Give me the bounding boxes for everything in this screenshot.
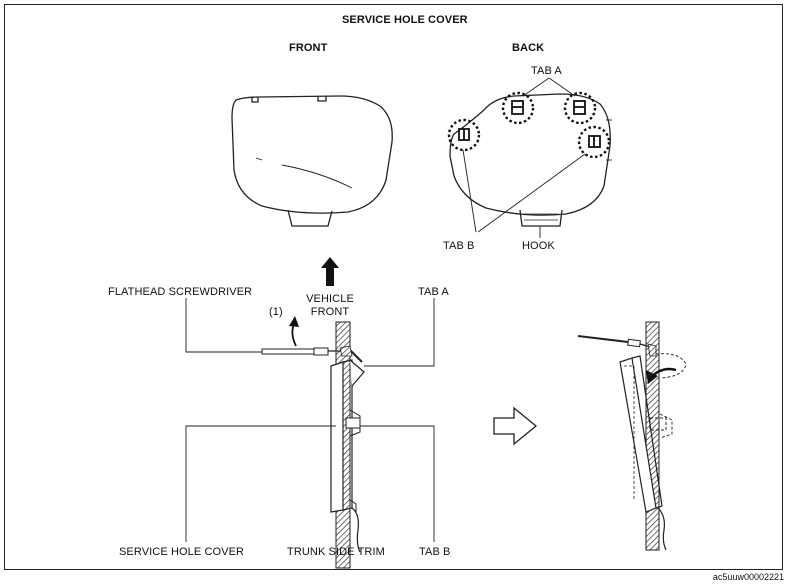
step-number: (1) — [269, 306, 283, 318]
service-hole-cover-label: SERVICE HOLE COVER — [119, 546, 245, 558]
hook-label: HOOK — [522, 240, 555, 252]
tab-b-label-bottom: TAB B — [419, 546, 451, 558]
vehicle-front-label-1: VEHICLE — [306, 293, 354, 305]
tab-b-label-top: TAB B — [443, 240, 475, 252]
left-section — [261, 316, 365, 569]
front-label: FRONT — [289, 42, 328, 54]
left-leaders — [185, 298, 435, 542]
trunk-side-trim-label: TRUNK SIDE TRIM — [287, 546, 385, 558]
tab-a-label-top: TAB A — [531, 65, 562, 77]
transition-arrow — [493, 406, 538, 446]
vehicle-front-arrow — [321, 257, 339, 286]
tab-a-label-bottom: TAB A — [418, 286, 449, 298]
diagram-title: SERVICE HOLE COVER — [342, 14, 468, 26]
back-label: BACK — [512, 42, 545, 54]
vehicle-front-label-2: FRONT — [310, 306, 350, 318]
right-section — [577, 321, 687, 551]
back-leaders — [462, 77, 586, 238]
flathead-screwdriver-label: FLATHEAD SCREWDRIVER — [108, 286, 253, 298]
tab-glyphs — [458, 100, 601, 148]
front-cover — [231, 95, 393, 227]
back-cover — [449, 93, 612, 227]
reference-code: ac5uuw00002221 — [712, 572, 784, 582]
diagram-frame — [4, 4, 783, 570]
tab-circles — [447, 91, 611, 159]
